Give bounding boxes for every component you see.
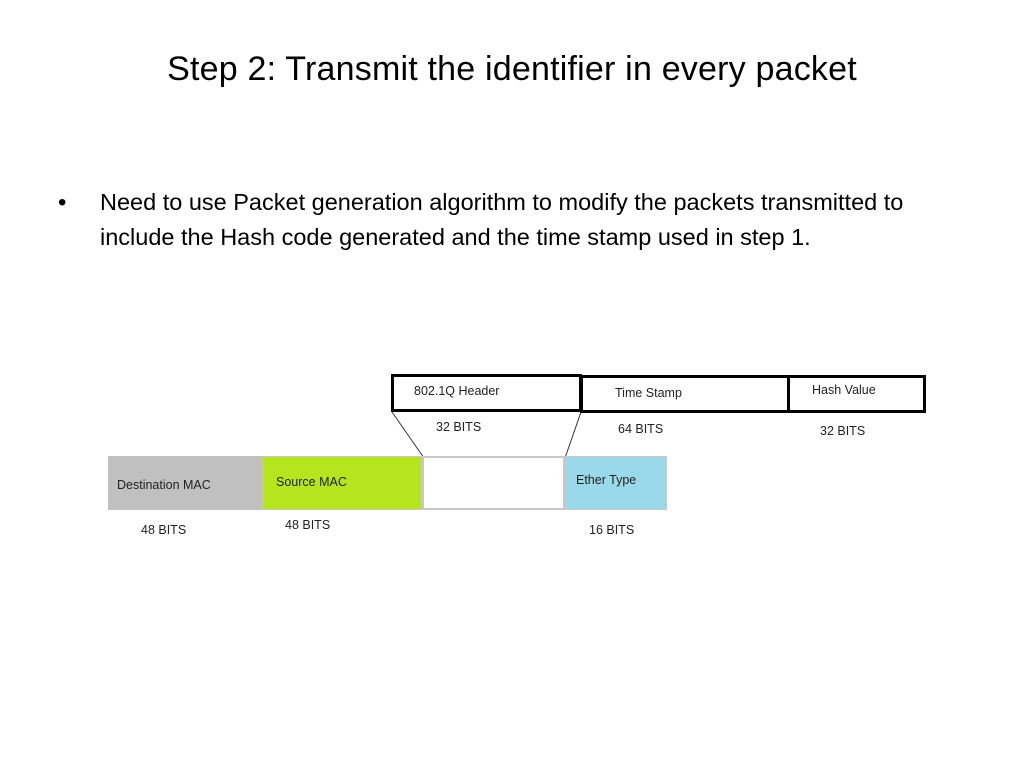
field-source-mac-label: Source MAC: [276, 475, 347, 489]
field-destination-mac-label: Destination MAC: [117, 478, 211, 492]
field-8021q-header: 802.1Q Header: [391, 374, 582, 412]
bullet-item: • Need to use Packet generation algorith…: [58, 185, 968, 255]
field-inserted-gap: [422, 456, 565, 510]
bits-source-mac: 48 BITS: [285, 518, 331, 532]
bullet-text: Need to use Packet generation algorithm …: [100, 189, 904, 250]
field-hash-value-label: Hash Value: [812, 383, 876, 397]
field-time-stamp: Time Stamp: [580, 375, 791, 413]
field-ether-type: Ether Type: [565, 456, 667, 510]
field-hash-value: Hash Value: [787, 375, 926, 413]
field-source-mac: Source MAC: [262, 456, 422, 510]
bits-ether-type: 16 BITS: [589, 523, 635, 537]
bits-8021q-header: 32 BITS: [436, 420, 482, 434]
field-8021q-header-label: 802.1Q Header: [414, 384, 500, 398]
slide-title: Step 2: Transmit the identifier in every…: [167, 50, 857, 88]
bits-destination-mac: 48 BITS: [141, 523, 187, 537]
bits-time-stamp: 64 BITS: [618, 422, 664, 436]
connector-line-right: [564, 411, 582, 459]
field-ether-type-label: Ether Type: [576, 473, 637, 487]
bits-hash-value: 32 BITS: [820, 424, 866, 438]
bullet-mark: •: [58, 189, 67, 216]
field-destination-mac: Destination MAC: [108, 456, 262, 510]
field-time-stamp-label: Time Stamp: [615, 386, 682, 400]
connector-line-left: [391, 411, 425, 459]
